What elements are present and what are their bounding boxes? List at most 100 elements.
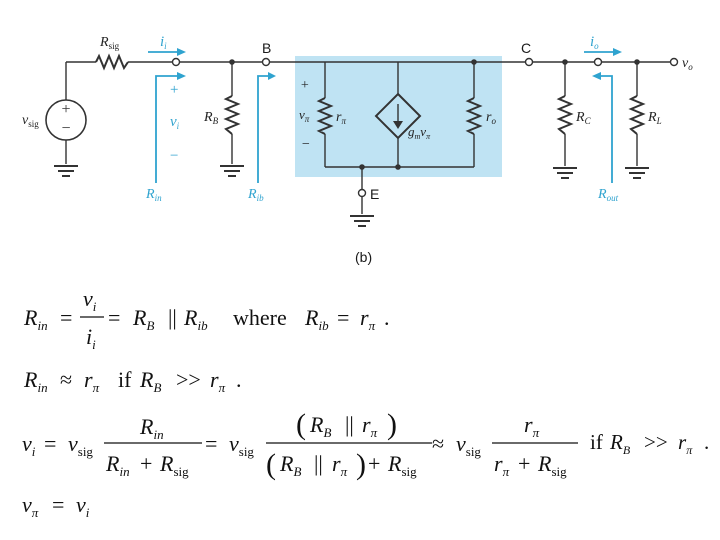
- eq3-f2-den-par: ||: [314, 451, 323, 476]
- ground-icon: [553, 167, 577, 179]
- eq2-rpi: rπ: [84, 367, 100, 395]
- eq3-rb: RB: [609, 430, 631, 457]
- eq3-f2-den-rparen: ): [356, 448, 366, 481]
- arrow-rib: [257, 75, 270, 183]
- eq1-equals-3: =: [337, 305, 349, 330]
- label-vpi-minus: −: [301, 137, 310, 152]
- label-vi: vi: [170, 114, 180, 131]
- resistor-rb: [223, 95, 241, 135]
- eq3-equals: =: [44, 431, 56, 456]
- label-rl: RL: [647, 110, 662, 126]
- eq1-rib: Rib: [183, 305, 208, 333]
- label-rb: RB: [203, 110, 219, 126]
- small-signal-circuit: + − Rsig vsig ii + vi − Rin B: [22, 34, 693, 265]
- label-rin: Rin: [145, 187, 162, 203]
- eq3-vsig-3: vsig: [456, 431, 481, 459]
- eq3-f3-den-a: rπ: [494, 451, 510, 479]
- eq3-f3-plus: +: [518, 451, 530, 476]
- eq1-period: .: [384, 305, 390, 330]
- node-c-label: C: [521, 40, 531, 56]
- eq3-f1-den-a: Rin: [105, 451, 130, 479]
- terminal-b: [261, 57, 271, 67]
- eq1-parallel: ||: [168, 305, 177, 330]
- eq3-approx: ≈: [432, 431, 444, 456]
- eq4-rhs: vi: [76, 492, 90, 520]
- equation-vpi: vπ = vi: [22, 492, 90, 520]
- junction-dot: [229, 59, 235, 65]
- source-minus: −: [61, 120, 70, 137]
- eq2-gg: >>: [176, 367, 201, 392]
- eq3-f2-lparen: (: [296, 408, 306, 441]
- terminal-c: [524, 57, 534, 67]
- signal-source-icon: [45, 99, 87, 141]
- eq3-period: .: [704, 430, 709, 454]
- equations: Rin = vi ii = RB || Rib where Rib = rπ .…: [22, 286, 709, 520]
- label-rsig: Rsig: [99, 35, 120, 51]
- eq3-f2-den-a: RB: [279, 451, 301, 479]
- eq1-lhs: Rin: [23, 305, 48, 333]
- eq1-rib-2: Rib: [304, 305, 329, 333]
- eq3-f2-den-plus: +: [368, 451, 380, 476]
- eq3-f1-num: Rin: [139, 414, 164, 442]
- terminal-e: [357, 188, 367, 198]
- eq1-den: ii: [86, 324, 96, 352]
- label-vo: vo: [682, 56, 693, 72]
- eq3-f2-den-rpi: rπ: [332, 451, 348, 479]
- arrow-rin: [155, 75, 178, 183]
- label-rout: Rout: [597, 187, 619, 203]
- eq2-rpi-2: rπ: [210, 367, 226, 395]
- eq1-num: vi: [83, 286, 97, 314]
- eq3-rpi: rπ: [678, 430, 693, 457]
- eq3-f2-den-lparen: (: [266, 448, 276, 481]
- eq3-if: if: [590, 430, 603, 454]
- junction-dot: [634, 59, 640, 65]
- resistor-rpi: [316, 97, 334, 135]
- eq4-equals: =: [52, 492, 64, 517]
- eq3-f3-num: rπ: [524, 412, 540, 440]
- eq2-approx: ≈: [60, 367, 72, 392]
- ground-icon: [220, 165, 244, 177]
- ground-icon: [54, 165, 78, 177]
- eq1-where: where: [233, 305, 287, 330]
- label-rpi: rπ: [336, 110, 346, 126]
- terminal-input: [171, 57, 181, 67]
- eq2-if: if: [118, 367, 132, 392]
- eq3-f2-par: ||: [345, 412, 354, 437]
- figure-caption: (b): [355, 249, 372, 265]
- eq1-equals-2: =: [108, 305, 120, 330]
- eq1-rpi: rπ: [360, 305, 376, 333]
- eq3-f2-num-b: rπ: [362, 412, 378, 440]
- label-io: io: [590, 34, 599, 51]
- arrow-rout: [600, 75, 613, 183]
- label-vi-plus: +: [170, 82, 178, 98]
- eq3-gg: >>: [644, 430, 668, 454]
- resistor-ro: [465, 97, 483, 135]
- junction-dot: [395, 164, 401, 170]
- equation-rin-approx: Rin ≈ rπ if RB >> rπ .: [23, 367, 242, 395]
- junction-dot: [471, 59, 477, 65]
- terminal-vo: [669, 57, 679, 67]
- eq2-period: .: [236, 367, 242, 392]
- source-plus: +: [61, 101, 70, 118]
- eq3-f2-rparen: ): [387, 408, 397, 441]
- resistor-rc: [556, 95, 574, 135]
- label-vsig: vsig: [22, 113, 39, 129]
- label-rc: RC: [575, 110, 592, 126]
- terminal-out-left: [593, 57, 603, 67]
- equation-rin: Rin = vi ii = RB || Rib where Rib = rπ .: [23, 286, 390, 352]
- eq3-vsig: vsig: [68, 431, 93, 459]
- eq3-f2-num-a: RB: [309, 412, 331, 440]
- eq3-f3-den-b: Rsig: [537, 451, 567, 479]
- eq3-f2-den-b: Rsig: [387, 451, 417, 479]
- eq4-lhs: vπ: [22, 492, 39, 520]
- label-ro: ro: [486, 110, 496, 126]
- equation-vi: vi = vsig Rin Rin + Rsig = vsig ( RB || …: [22, 408, 709, 481]
- eq2-rb: RB: [139, 367, 161, 395]
- label-rib: Rib: [247, 187, 264, 203]
- junction-dot: [562, 59, 568, 65]
- ground-icon: [625, 167, 649, 179]
- label-gm-vpi: gmvπ: [408, 124, 431, 141]
- eq3-vi: vi: [22, 431, 36, 459]
- eq3-vsig-2: vsig: [229, 431, 254, 459]
- ground-icon: [350, 215, 374, 227]
